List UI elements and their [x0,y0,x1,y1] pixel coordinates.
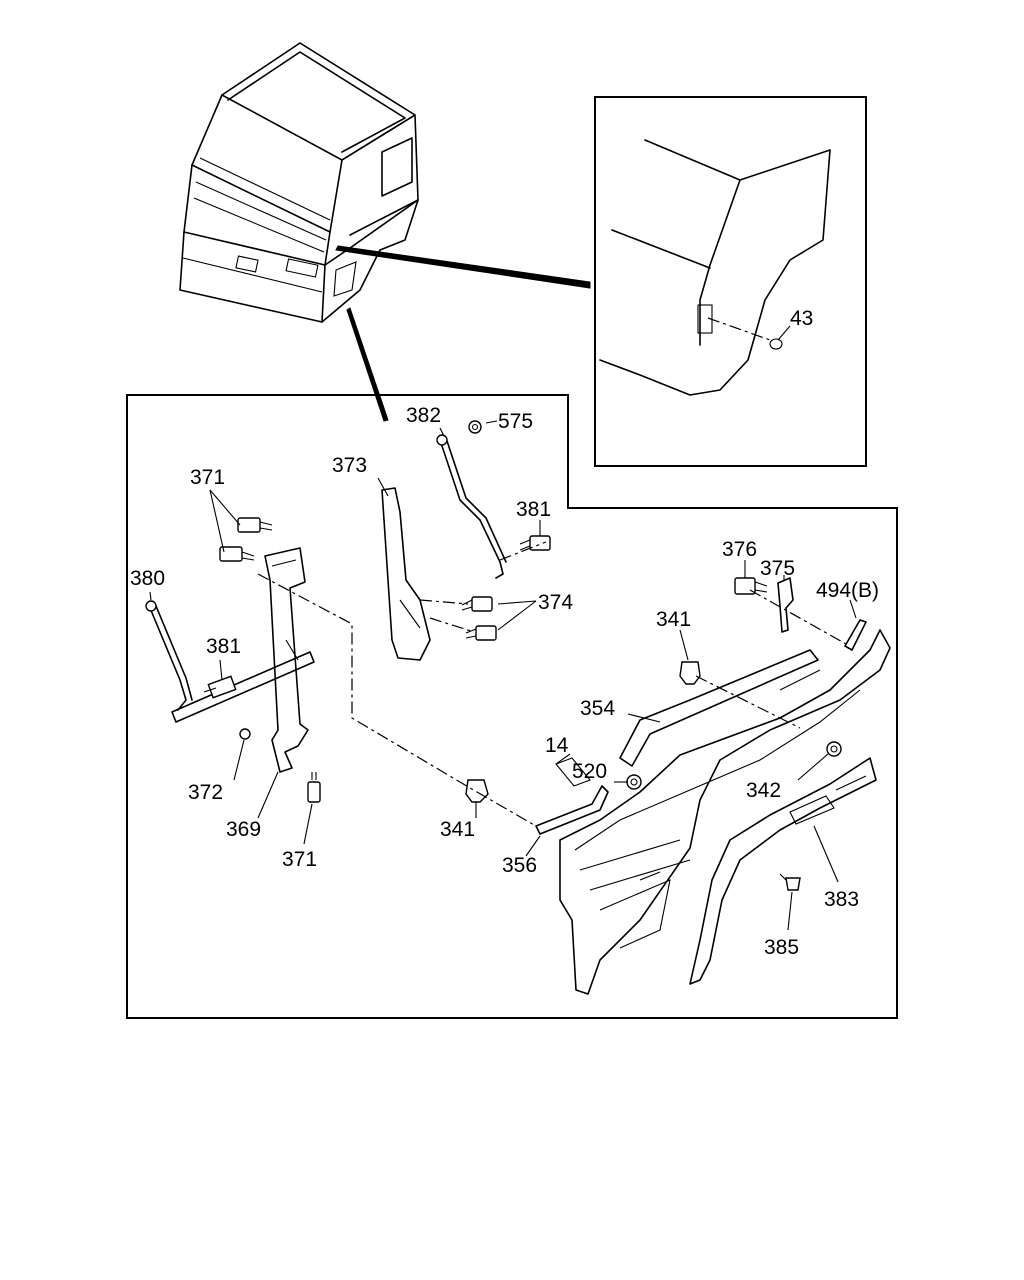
callout-375: 375 [760,557,795,580]
leader-lines [149,325,857,931]
connection-lines [257,541,847,827]
callout-373: 373 [332,454,367,477]
callout-371-top: 371 [190,466,225,489]
callout-385: 385 [764,936,799,959]
parts [145,420,891,995]
main-frame [126,394,898,1019]
callout-575: 575 [498,410,533,433]
callout-14: 14 [545,734,569,757]
callout-354: 354 [580,697,615,720]
callout-371-bottom: 371 [282,848,317,871]
callout-520: 520 [572,760,607,783]
callout-342: 342 [746,779,781,802]
callout-494b: 494(B) [816,579,879,602]
detail-inset [594,96,867,467]
callout-380: 380 [130,567,165,590]
callout-376: 376 [722,538,757,561]
callout-382: 382 [406,404,441,427]
callout-374: 374 [538,591,573,614]
callout-381-top: 381 [516,498,551,521]
callout-383: 383 [824,888,859,911]
callout-341-bottom: 341 [440,818,475,841]
callout-43: 43 [790,307,813,330]
callout-381-left: 381 [206,635,241,658]
callout-341-top: 341 [656,608,691,631]
cab-overview [179,42,419,323]
callout-356: 356 [502,854,537,877]
pointer-lines [335,245,591,422]
callout-372: 372 [188,781,223,804]
callout-labels: 43 382 575 373 381 371 380 381 374 376 3… [130,307,879,959]
callout-369: 369 [226,818,261,841]
